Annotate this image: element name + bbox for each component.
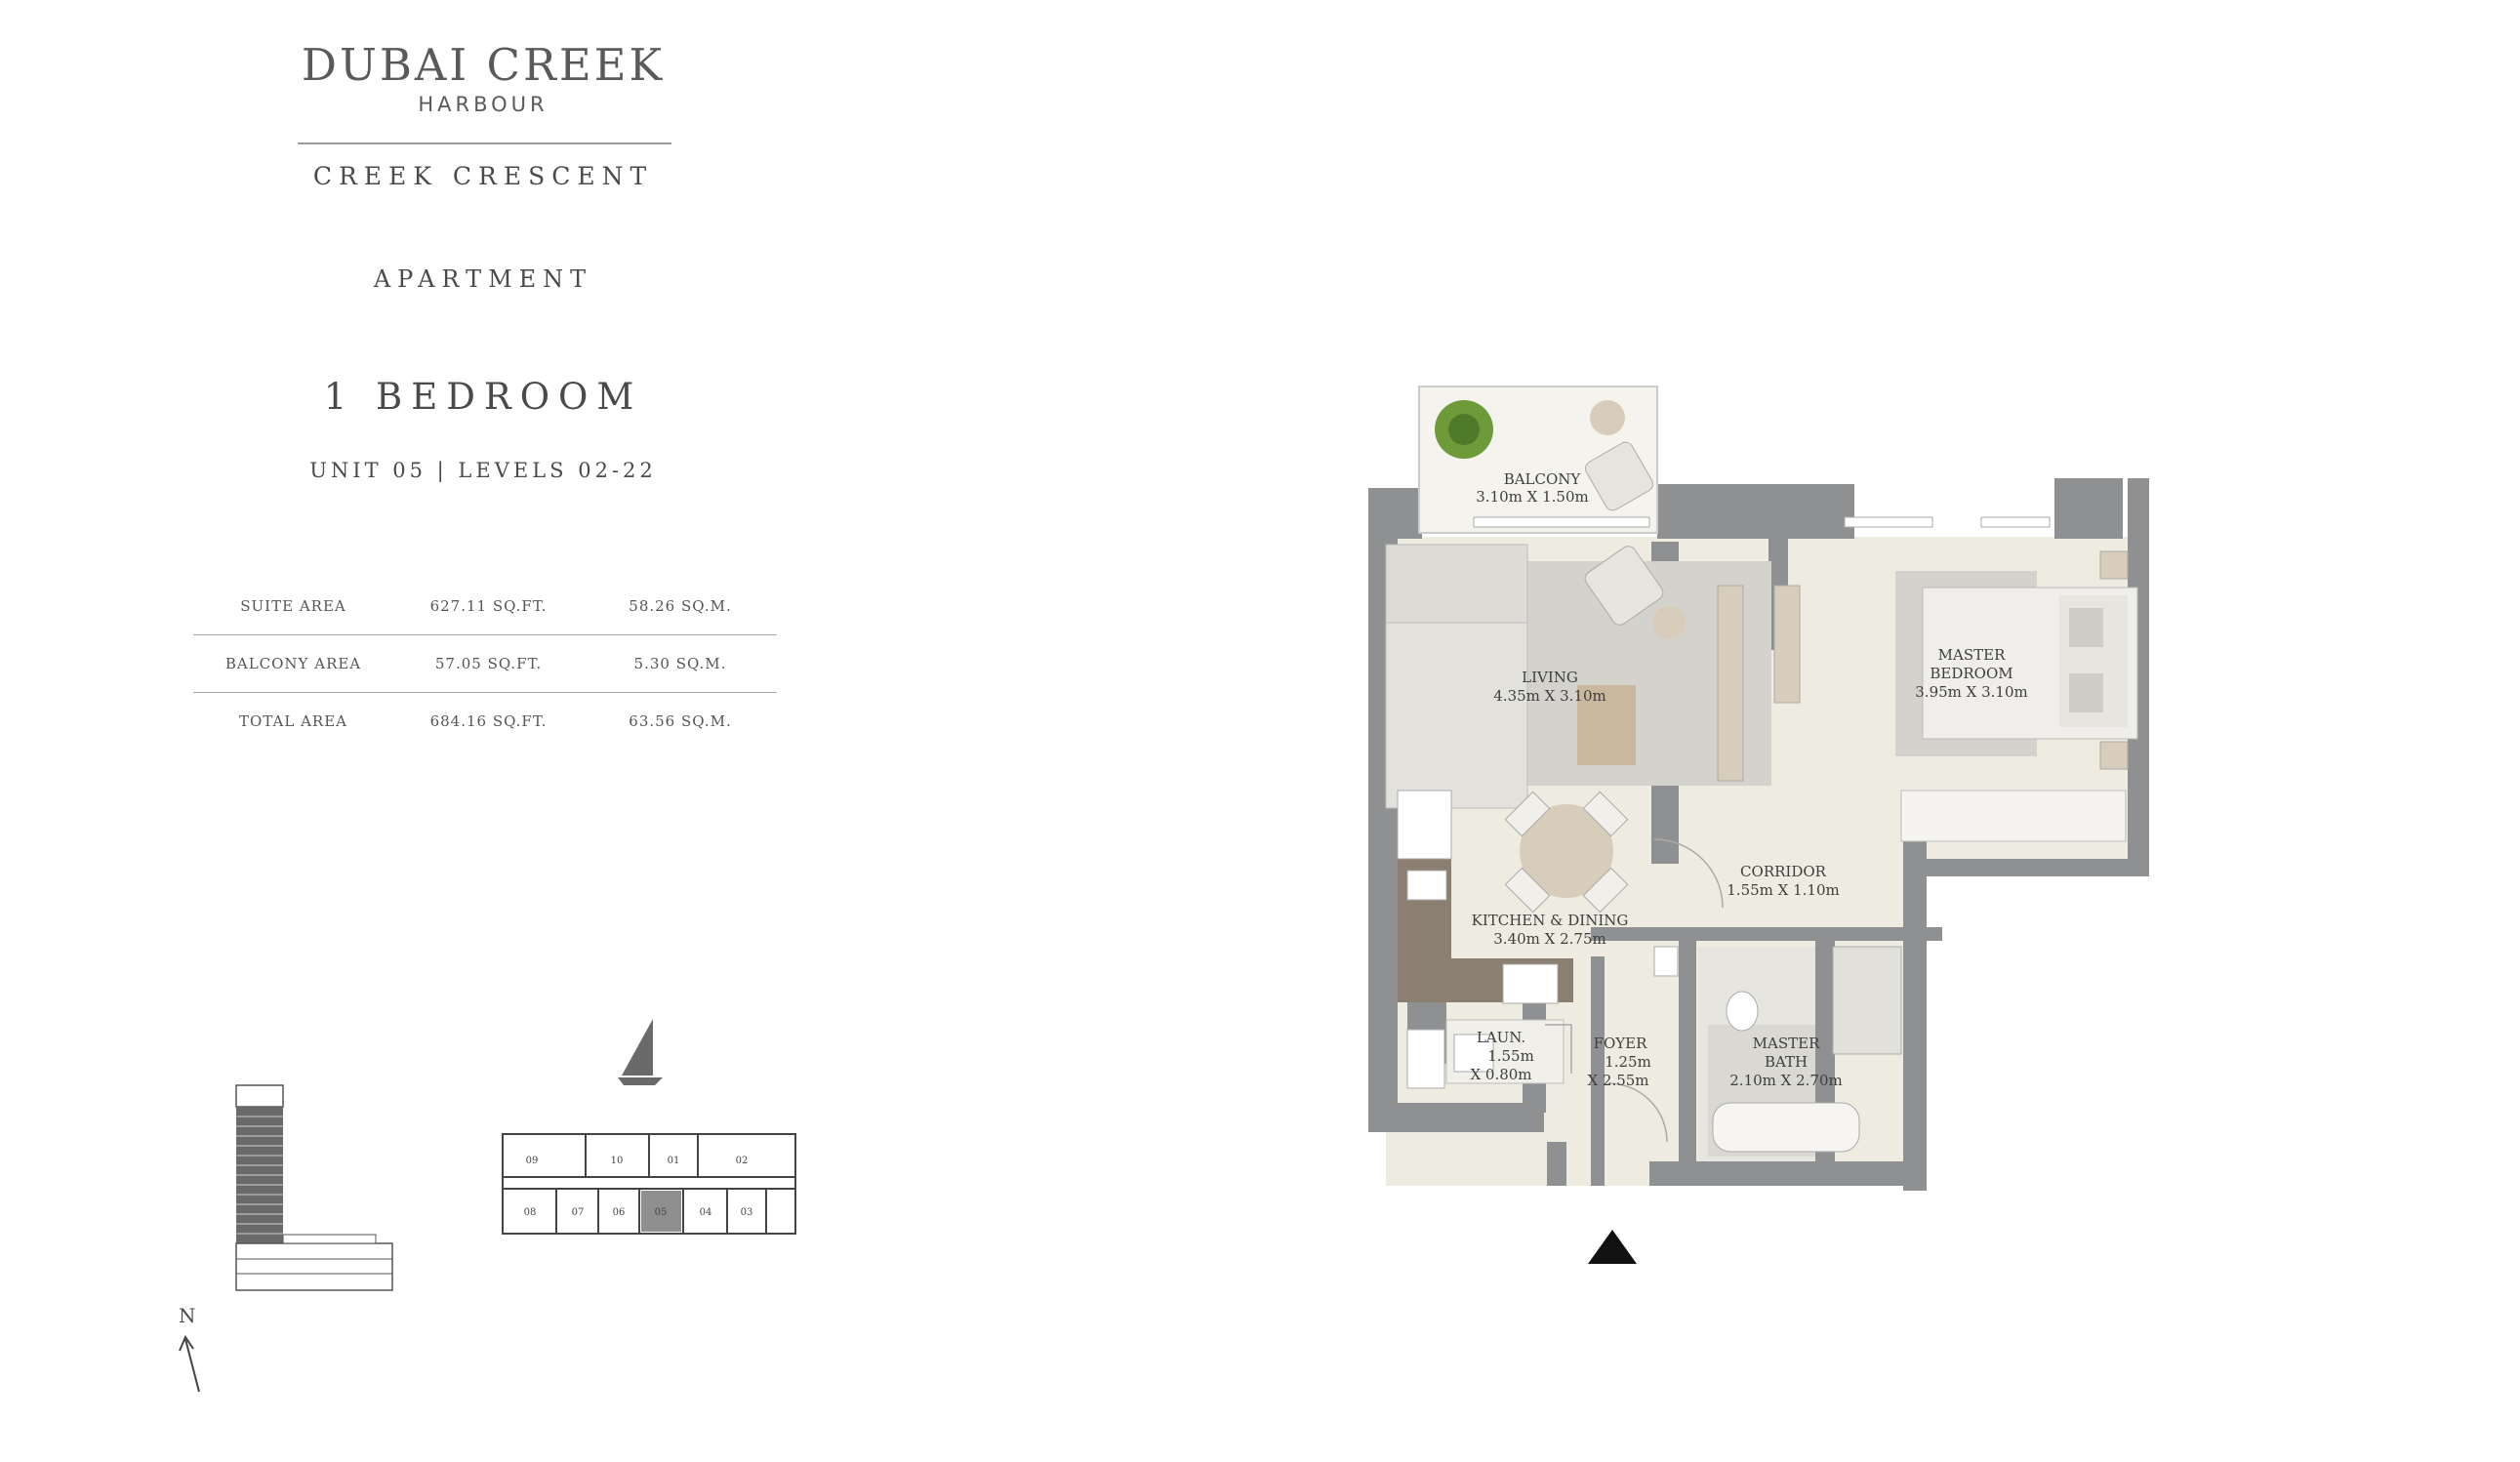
room-living-name: LIVING [1522, 669, 1578, 686]
room-kitchen-dims: 3.40m X 2.75m [1493, 930, 1605, 948]
floor-keyplan: 09 10 01 02 08 07 06 05 04 03 [502, 1133, 796, 1235]
area-sqft: 57.05 SQ.FT. [393, 634, 584, 693]
table-row: SUITE AREA 627.11 SQ.FT. 58.26 SQ.M. [193, 578, 777, 635]
room-balcony-dims: 3.10m X 1.50m [1476, 488, 1588, 506]
coffee-table [1577, 685, 1636, 765]
project-name: CREEK CRESCENT [312, 162, 654, 190]
room-master-bedroom-name: MASTER [1938, 646, 2006, 664]
room-foyer-dims: X 2.55m [1587, 1072, 1648, 1089]
armchair-icon [1584, 546, 1664, 626]
room-kitchen-name: KITCHEN & DINING [1472, 912, 1629, 929]
room-corridor-dims: 1.55m X 1.10m [1727, 881, 1839, 899]
room-balcony-name: BALCONY [1504, 470, 1582, 488]
room-master-bath-name: BATH [1765, 1053, 1808, 1071]
keyplan-unit-label: 08 [524, 1207, 537, 1218]
header-divider [298, 142, 671, 144]
keyplan-unit-label: 10 [611, 1156, 624, 1166]
room-master-bath-name: MASTER [1753, 1035, 1820, 1052]
room-foyer-dims: 1.25m [1605, 1053, 1651, 1071]
sailboat-icon [618, 1019, 663, 1085]
fridge [1406, 1029, 1445, 1089]
brand-subtitle: HARBOUR [418, 93, 549, 116]
room-laundry-dims: X 0.80m [1470, 1066, 1531, 1083]
area-label: BALCONY AREA [193, 634, 393, 693]
keyplan-unit-label-highlighted: 05 [655, 1207, 668, 1218]
keyplan-unit-label: 07 [572, 1207, 585, 1218]
keyplan-unit-label: 03 [741, 1207, 753, 1218]
property-type: APARTMENT [373, 265, 593, 293]
table-row: TOTAL AREA 684.16 SQ.FT. 63.56 SQ.M. [193, 693, 777, 751]
room-master-bath-dims: 2.10m X 2.70m [1729, 1072, 1842, 1089]
keyplan-unit-label: 04 [700, 1207, 712, 1218]
room-corridor-name: CORRIDOR [1740, 863, 1827, 880]
entrance-arrow-icon [1588, 1230, 1637, 1264]
brand-title: DUBAI CREEK [301, 39, 666, 91]
room-master-bedroom-name: BEDROOM [1930, 665, 2012, 682]
room-master-bedroom-dims: 3.95m X 3.10m [1915, 683, 2027, 701]
room-living-dims: 4.35m X 3.10m [1493, 687, 1605, 705]
unit-levels: UNIT 05 | LEVELS 02-22 [309, 459, 657, 482]
table-row: BALCONY AREA 57.05 SQ.FT. 5.30 SQ.M. [193, 634, 777, 693]
area-sqft: 627.11 SQ.FT. [393, 578, 584, 635]
area-sqm: 5.30 SQ.M. [584, 634, 777, 693]
compass-label: N [179, 1304, 196, 1327]
toilet-icon [1726, 991, 1759, 1032]
keyplan-unit-label: 06 [613, 1207, 626, 1218]
wardrobe [1900, 790, 2127, 842]
area-label: SUITE AREA [193, 578, 393, 635]
area-sqm: 63.56 SQ.M. [629, 712, 732, 730]
room-laundry-name: LAUN. [1477, 1029, 1525, 1046]
keyplan-unit-label: 02 [736, 1156, 749, 1166]
area-sqm: 58.26 SQ.M. [584, 578, 777, 635]
bathtub-icon [1712, 1102, 1860, 1153]
vanity [1832, 946, 1902, 1055]
area-label: TOTAL AREA [239, 712, 347, 730]
keyplan-unit-label: 09 [526, 1156, 539, 1166]
area-sqft: 684.16 SQ.FT. [429, 712, 548, 730]
area-table: SUITE AREA 627.11 SQ.FT. 58.26 SQ.M. BAL… [193, 578, 777, 750]
keyplan-unit-label: 01 [668, 1156, 680, 1166]
floor-plan: BALCONY 3.10m X 1.50m LIVING 4.35m X 3.1… [1368, 386, 2149, 1264]
room-laundry-dims: 1.55m [1487, 1047, 1534, 1065]
tower-elevation-keyplan [235, 1084, 393, 1291]
bedroom-count: 1 BEDROOM [323, 376, 643, 418]
dining-table [1520, 804, 1613, 898]
room-foyer-name: FOYER [1594, 1035, 1648, 1052]
north-arrow-icon [179, 1334, 200, 1393]
